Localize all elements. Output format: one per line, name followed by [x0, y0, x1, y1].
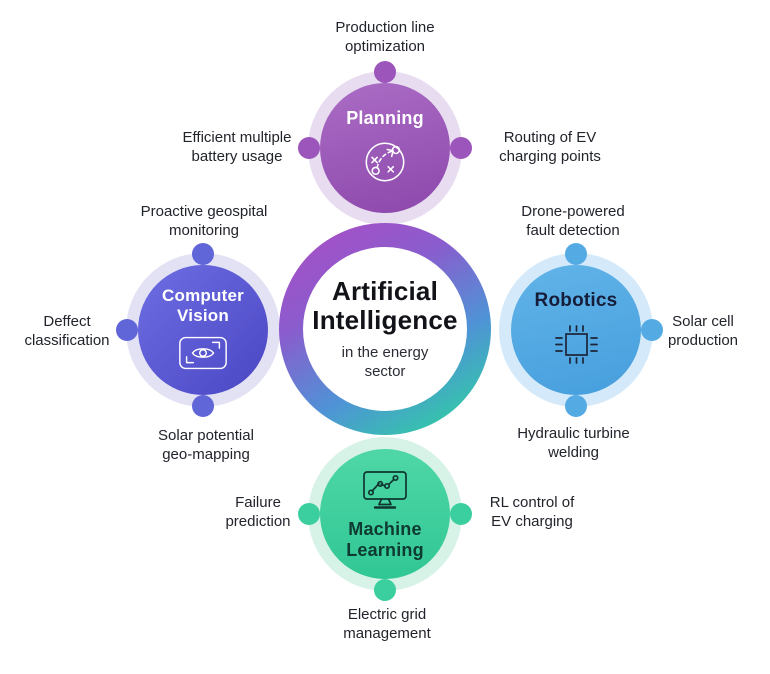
computer-vision-dot-top: [192, 243, 214, 265]
machine-learning-dot-bottom: [374, 579, 396, 601]
planning-dot-right: [450, 137, 472, 159]
planning-bubble: Planning: [320, 83, 450, 213]
robotics-bubble: Robotics: [511, 265, 641, 395]
planning-title: Planning: [346, 108, 424, 129]
computer-vision-dot-left: [116, 319, 138, 341]
center-subtitle: in the energy sector: [341, 343, 429, 380]
label-solar-potential-geo-mapping: Solar potential geo-mapping: [158, 427, 254, 463]
label-hydraulic-turbine-welding: Hydraulic turbine welding: [517, 425, 630, 461]
label-rl-control-of-ev-charging: RL control of EV charging: [489, 494, 575, 530]
planning-dot-top: [374, 61, 396, 83]
label-deffect-classification: Deffect classification: [24, 313, 110, 349]
robotics-title: Robotics: [534, 290, 618, 312]
machine-learning-dot-left: [298, 503, 320, 525]
label-solar-cell-production: Solar cell production: [667, 313, 739, 349]
label-production-line-optimization: Production line optimization: [335, 19, 435, 55]
planning-dot-left: [298, 137, 320, 159]
cpu-chip-icon: [555, 324, 598, 364]
center-title: Artificial Intelligence: [312, 275, 458, 335]
label-routing-of-ev-charging-points: Routing of EV charging points: [499, 129, 601, 165]
machine-learning-dot-right: [450, 503, 472, 525]
label-efficient-multiple-battery-usage: Efficient multiple battery usage: [182, 129, 292, 165]
robotics-dot-right: [641, 319, 663, 341]
computer-vision-bubble: Computer Vision: [138, 265, 268, 395]
label-drone-powered-fault-detection: Drone-powered fault detection: [521, 203, 625, 239]
computer-vision-dot-bottom: [192, 395, 214, 417]
eye-scan-icon: [179, 337, 227, 370]
center-gradient-ring: Artificial Intelligence in the energy se…: [279, 223, 491, 435]
machine-learning-bubble: Machine Learning: [320, 449, 450, 579]
robotics-dot-bottom: [565, 395, 587, 417]
label-proactive-geospital-monitoring: Proactive geospital monitoring: [140, 203, 268, 239]
robotics-dot-top: [565, 243, 587, 265]
center-hub: Artificial Intelligence in the energy se…: [303, 247, 467, 411]
machine-learning-title: Machine Learning: [346, 518, 424, 560]
label-failure-prediction: Failure prediction: [225, 494, 291, 530]
computer-vision-title: Computer Vision: [162, 285, 244, 325]
monitor-chart-icon: [363, 470, 407, 509]
label-electric-grid-management: Electric grid management: [343, 606, 431, 642]
strategy-plan-icon: [365, 142, 405, 182]
